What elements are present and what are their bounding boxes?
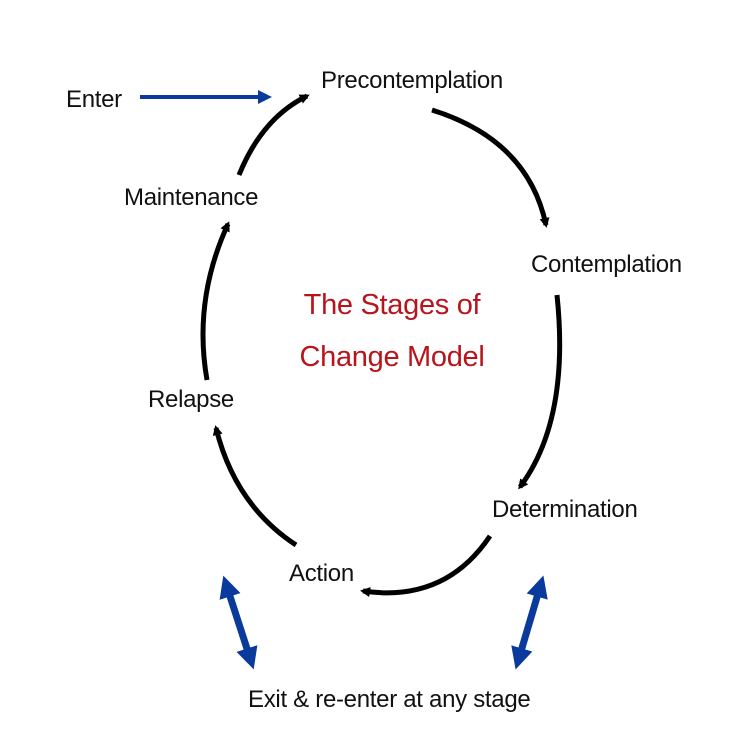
arrow-maintenance-to-precontemplation — [236, 93, 310, 176]
stage-maintenance-label: Maintenance — [124, 184, 258, 211]
exit-reenter-arrow-left — [219, 575, 258, 670]
enter-label: Enter — [66, 86, 122, 113]
diagram-title-line-2: Change Model — [299, 341, 484, 373]
exit-reenter-label: Exit & re-enter at any stage — [248, 686, 530, 713]
stage-precontemplation-label: Precontemplation — [321, 67, 503, 94]
arrow-determination-to-action — [360, 534, 493, 597]
stage-relapse-label: Relapse — [148, 386, 234, 413]
exit-reenter-arrow-right — [511, 575, 548, 670]
stage-contemplation-label: Contemplation — [531, 251, 682, 278]
arrow-precontemplation-to-contemplation — [431, 107, 550, 228]
diagram-title-line-1: The Stages of — [304, 289, 482, 321]
arrow-contemplation-to-determination — [517, 294, 563, 490]
stage-action-label: Action — [289, 560, 354, 587]
arrow-relapse-to-maintenance — [200, 221, 231, 381]
arrow-action-to-relapse — [212, 425, 298, 548]
stage-determination-label: Determination — [492, 496, 638, 523]
